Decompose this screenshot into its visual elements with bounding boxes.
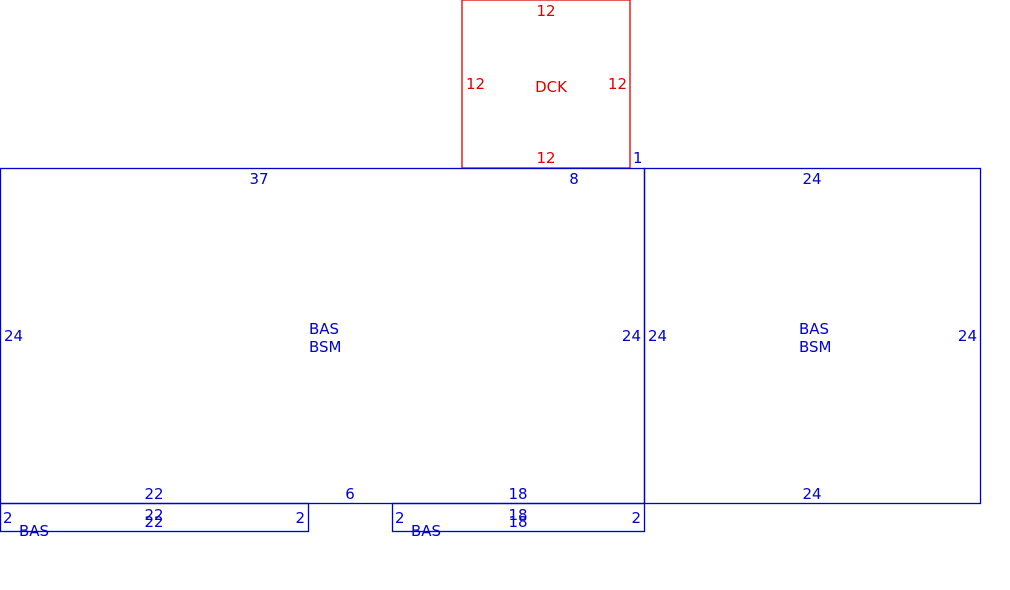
right-left-dimension: 24 <box>648 327 667 345</box>
small-right-outline <box>391 502 646 533</box>
small-left-outline <box>0 502 310 533</box>
small-left-bottom-dimension: 22 <box>144 513 163 531</box>
small-left-left-dimension: 2 <box>3 509 13 527</box>
deck-top-dimension: 12 <box>536 2 555 20</box>
deck-right-dimension: 12 <box>608 75 627 93</box>
right-bottom-dimension: 24 <box>802 485 821 503</box>
small-right-right-dimension: 2 <box>631 509 641 527</box>
main-bottom-mid-dimension: 6 <box>345 485 355 503</box>
right-label-line2: BSM <box>799 338 832 356</box>
deck-area: 12 12 12 DCK 12 <box>461 0 631 169</box>
main-label-line1: BAS <box>309 320 339 338</box>
small-right-bottom-dimension: 18 <box>508 513 527 531</box>
deck-bottom-dimension: 12 <box>536 149 555 167</box>
main-top-right-dimension: 8 <box>569 170 579 188</box>
small-left-right-dimension: 2 <box>295 509 305 527</box>
main-area: 1 37 8 24 24 BAS BSM 22 6 18 <box>0 149 646 505</box>
small-right-area: 18 18 2 2 BAS <box>391 502 646 540</box>
small-right-top-dimension: 18 <box>508 506 527 524</box>
small-left-top-dimension: 22 <box>144 506 163 524</box>
right-area-outline <box>643 167 982 505</box>
small-right-left-dimension: 2 <box>395 509 405 527</box>
main-right-dimension: 24 <box>622 327 641 345</box>
small-left-area: 22 22 2 2 BAS <box>0 502 310 540</box>
main-corner-dimension: 1 <box>633 149 643 167</box>
small-right-label: BAS <box>411 522 441 540</box>
small-left-label: BAS <box>19 522 49 540</box>
main-left-dimension: 24 <box>4 327 23 345</box>
right-top-dimension: 24 <box>802 170 821 188</box>
main-top-left-dimension: 37 <box>249 170 268 188</box>
main-bottom-right-dimension: 18 <box>508 485 527 503</box>
main-bottom-left-dimension: 22 <box>144 485 163 503</box>
right-right-dimension: 24 <box>958 327 977 345</box>
right-area: 24 24 24 BAS BSM 24 <box>643 167 982 505</box>
right-label-line1: BAS <box>799 320 829 338</box>
deck-left-dimension: 12 <box>466 75 485 93</box>
deck-label: DCK <box>535 78 568 96</box>
main-label-line2: BSM <box>309 338 342 356</box>
